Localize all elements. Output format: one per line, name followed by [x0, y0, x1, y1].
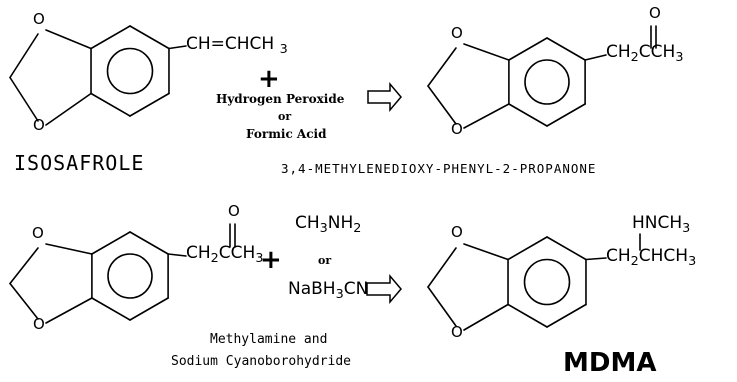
- ring-bond: [91, 231, 131, 255]
- p2p-reactant-structure: [9, 223, 236, 324]
- dioxole-bond: [9, 33, 39, 79]
- reaction-arrow-1: [367, 81, 402, 113]
- dioxole-bond: [45, 92, 92, 126]
- methylamino-group: HNCH3: [632, 213, 691, 237]
- oxygen-atom: O: [33, 10, 45, 28]
- isopropyl-chain: CH2CHCH3: [606, 246, 697, 270]
- ring-bond: [546, 37, 586, 61]
- reagent-or: or: [318, 254, 332, 267]
- substituent-bond: [585, 257, 607, 261]
- ring-bond: [129, 231, 169, 255]
- product-name-mdma: MDMA: [563, 348, 657, 378]
- propenyl-group: CH=CHCH 3: [186, 34, 288, 58]
- ring-bond: [508, 37, 548, 61]
- dioxole-bond: [463, 103, 510, 129]
- ring-bond: [507, 303, 548, 328]
- ring-bond: [507, 236, 548, 261]
- ring-bond: [90, 92, 131, 117]
- dioxole-bond: [427, 286, 457, 327]
- isosafrole-structure: [9, 25, 187, 126]
- caption-methylamine: Methylamine and: [210, 332, 328, 347]
- carbonyl-oxygen: O: [228, 202, 240, 220]
- reagent-methylamine-formula: CH3NH2: [295, 213, 362, 237]
- oxygen-atom: O: [451, 223, 463, 241]
- plus-sign: +: [260, 245, 282, 275]
- substituent-bond: [584, 54, 607, 61]
- aromatic-ring-circle: [107, 253, 153, 299]
- reagent-or: or: [278, 110, 292, 123]
- substituent-bond: [168, 45, 187, 50]
- reaction-arrow-2: [366, 273, 402, 305]
- reaction-arrows: [366, 81, 402, 305]
- ring-bond: [546, 103, 586, 127]
- dioxole-bond: [463, 243, 509, 261]
- propanone-group: CH2CCH3: [186, 243, 264, 267]
- plus-sign: +: [258, 64, 280, 94]
- ring-bond: [129, 92, 170, 117]
- ring-bond: [129, 297, 169, 321]
- oxygen-atom: O: [33, 315, 45, 333]
- reagent-cyanoborohydride-formula: NaBH3CN: [288, 279, 369, 303]
- reagent-hydrogen-peroxide: Hydrogen Peroxide: [216, 92, 345, 106]
- ring-bond: [508, 103, 548, 127]
- dioxole-bond: [45, 29, 92, 50]
- p2p-product-structure: [427, 25, 657, 129]
- dioxole-bond: [9, 282, 39, 320]
- dioxole-bond: [45, 297, 93, 324]
- aromatic-ring-circle: [106, 47, 154, 95]
- mdma-structure: [427, 233, 641, 331]
- oxygen-atom: O: [33, 116, 45, 134]
- oxygen-atom: O: [451, 120, 463, 138]
- reagent-formic-acid: Formic Acid: [246, 127, 327, 141]
- ring-bond: [129, 25, 170, 50]
- substituent-bond: [167, 253, 187, 257]
- ring-bond: [91, 297, 131, 321]
- aromatic-ring-circle: [523, 258, 571, 306]
- dioxole-bond: [9, 76, 39, 122]
- dioxole-bond: [427, 247, 457, 288]
- dioxole-bond: [427, 85, 457, 125]
- carbonyl-oxygen: O: [649, 4, 661, 22]
- dioxole-bond: [463, 43, 510, 61]
- caption-sodium-cyanoborohydride: Sodium Cyanoborohydride: [171, 354, 352, 369]
- propanone-group: CH2CCH3: [606, 42, 684, 66]
- ring-bond: [90, 25, 131, 50]
- oxygen-atom: O: [451, 24, 463, 42]
- ring-bond: [546, 236, 587, 261]
- dioxole-bond: [45, 243, 93, 255]
- aromatic-ring-circle: [524, 59, 570, 105]
- reactant-name-isosafrole: ISOSAFROLE: [14, 151, 145, 175]
- product-name-p2p: 3,4-METHYLENEDIOXY-PHENYL-2-PROPANONE: [281, 161, 597, 176]
- dioxole-bond: [9, 247, 39, 285]
- ring-bond: [546, 303, 587, 328]
- oxygen-atom: O: [32, 224, 44, 242]
- dioxole-bond: [427, 47, 457, 87]
- oxygen-atom: O: [451, 323, 463, 341]
- dioxole-bond: [463, 303, 509, 331]
